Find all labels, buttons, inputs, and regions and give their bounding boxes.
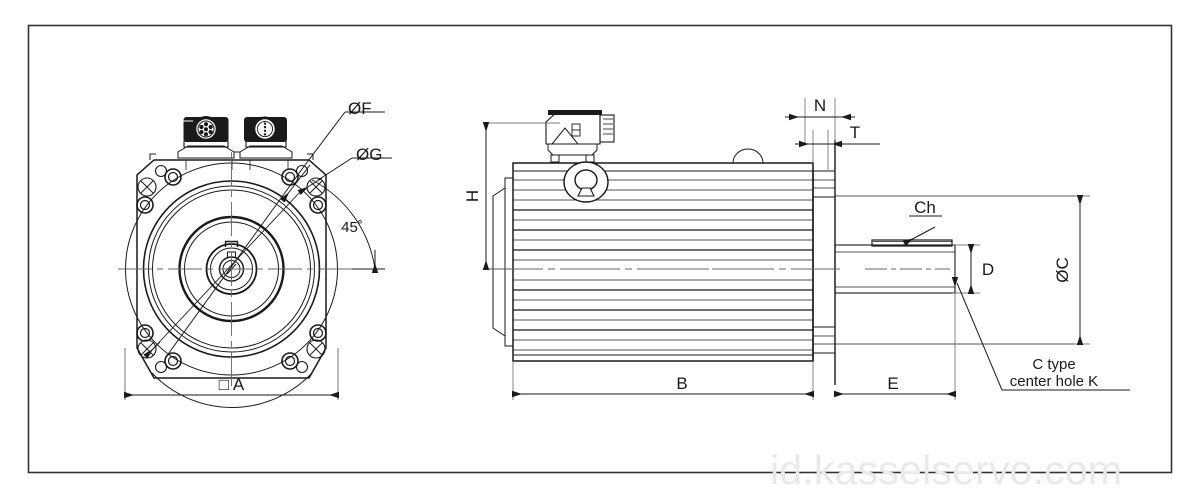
connector-assembly	[177, 116, 293, 159]
chamfer-label: Ch	[914, 198, 936, 217]
dimension-e-label: E	[887, 374, 898, 393]
output-shaft	[834, 239, 956, 294]
output-flange	[812, 140, 1075, 385]
sheet-border	[27, 24, 1173, 474]
dimension-a-label: □ A	[219, 375, 245, 394]
dimension-e: E	[834, 293, 956, 400]
diameter-leaders	[143, 111, 392, 359]
motor-housing	[492, 148, 814, 362]
side-elevation-view: H B E N	[463, 96, 1130, 400]
encoder-connector-icon	[244, 116, 287, 142]
angle-45-label: 45˚	[341, 219, 363, 236]
power-connector-icon	[183, 116, 229, 142]
dimension-b: B	[512, 361, 814, 400]
lifting-eyebolt-icon	[563, 161, 609, 203]
dimension-d-label: D	[982, 260, 994, 279]
dimension-b-label: B	[676, 374, 687, 393]
front-flange-view: 45˚ ØF ØG	[118, 99, 392, 408]
dimension-n: N	[785, 96, 855, 145]
diameter-g-label: ØG	[356, 145, 382, 164]
center-hole-note-line1: C type	[1032, 356, 1075, 373]
angle-45-indicator: 45˚	[311, 179, 385, 273]
chamfer-leader: Ch	[902, 198, 942, 247]
center-hole-note: C type center hole K	[951, 277, 1130, 391]
dimension-c-label: ØC	[1053, 257, 1072, 283]
dimension-d: D	[952, 244, 994, 294]
dimension-t: T	[795, 123, 880, 170]
dimension-n-label: N	[814, 96, 826, 115]
dimension-t-label: T	[850, 123, 860, 142]
terminal-box	[545, 110, 615, 163]
diameter-f-label: ØF	[348, 99, 372, 118]
dimension-h: H	[463, 122, 560, 270]
front-view-centerlines	[118, 152, 352, 390]
dimension-h-label: H	[463, 190, 482, 202]
dimension-diameter-c: ØC	[1035, 195, 1090, 345]
center-hole-note-line2: center hole K	[1010, 373, 1098, 390]
dimension-square-a: □ A	[124, 348, 339, 400]
corner-tapped-holes	[137, 164, 326, 374]
